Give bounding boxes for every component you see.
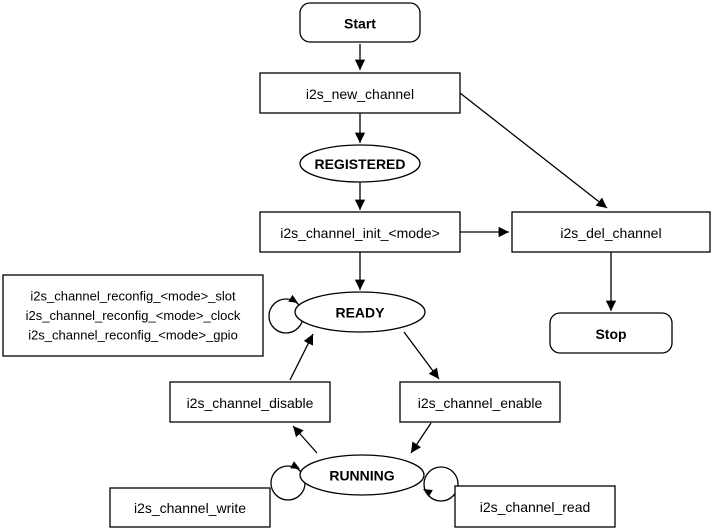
new-channel-shape bbox=[259, 72, 461, 114]
enable-label: i2s_channel_enable bbox=[418, 395, 543, 411]
edge-new-channel-to-del-channel bbox=[459, 92, 608, 209]
node-state-registered: REGISTERED bbox=[299, 144, 421, 183]
del-channel-label: i2s_del_channel bbox=[560, 225, 661, 241]
read-shape bbox=[454, 485, 616, 528]
loop-running-right-arrowhead bbox=[423, 489, 433, 497]
node-new-channel: i2s_new_channel bbox=[259, 72, 461, 114]
write-shape bbox=[109, 487, 271, 528]
write-label: i2s_channel_write bbox=[134, 500, 246, 516]
ready-shape bbox=[294, 291, 426, 333]
new-channel-label: i2s_new_channel bbox=[306, 86, 414, 102]
node-start: Start bbox=[299, 2, 421, 43]
edge-running-to-disable bbox=[292, 425, 318, 454]
reconfig-line-slot: i2s_channel_reconfig_<mode>_slot bbox=[30, 289, 236, 304]
disable-label: i2s_channel_disable bbox=[187, 395, 314, 411]
stop-label: Stop bbox=[595, 326, 626, 342]
loop-running-read bbox=[423, 466, 459, 502]
read-label: i2s_channel_read bbox=[480, 499, 591, 515]
reconfig-shape bbox=[2, 274, 264, 357]
registered-label: REGISTERED bbox=[314, 156, 405, 172]
node-disable: i2s_channel_disable bbox=[169, 381, 331, 423]
node-del-channel: i2s_del_channel bbox=[511, 211, 711, 253]
enable-shape bbox=[399, 381, 561, 423]
del-channel-shape bbox=[511, 211, 711, 253]
disable-shape bbox=[169, 381, 331, 423]
loop-ready-arrowhead bbox=[288, 294, 298, 303]
start-shape bbox=[299, 2, 421, 43]
reconfig-line-clock: i2s_channel_reconfig_<mode>_clock bbox=[26, 308, 241, 323]
init-shape bbox=[259, 211, 461, 253]
loop-running-write bbox=[270, 465, 306, 501]
node-init: i2s_channel_init_<mode> bbox=[259, 211, 461, 253]
registered-shape bbox=[299, 144, 421, 183]
node-reconfig-box: i2s_channel_reconfig_<mode>_slot i2s_cha… bbox=[2, 274, 264, 357]
node-write: i2s_channel_write bbox=[109, 487, 271, 528]
edge-ready-to-enable bbox=[403, 331, 440, 380]
ready-label: READY bbox=[335, 305, 385, 321]
node-read: i2s_channel_read bbox=[454, 485, 616, 528]
start-label: Start bbox=[344, 16, 376, 32]
stop-shape bbox=[549, 312, 673, 354]
edge-disable-to-ready bbox=[289, 333, 314, 381]
running-shape bbox=[299, 454, 425, 496]
loop-arrowheads bbox=[288, 294, 433, 497]
node-state-running: RUNNING bbox=[299, 454, 425, 496]
loop-running-left-arrowhead bbox=[290, 461, 300, 469]
running-label: RUNNING bbox=[329, 468, 394, 484]
node-enable: i2s_channel_enable bbox=[399, 381, 561, 423]
reconfig-line-gpio: i2s_channel_reconfig_<mode>_gpio bbox=[28, 328, 238, 343]
node-state-ready: READY bbox=[294, 291, 426, 333]
node-stop: Stop bbox=[549, 312, 673, 354]
edge-enable-to-running bbox=[410, 422, 432, 454]
init-label: i2s_channel_init_<mode> bbox=[280, 225, 440, 241]
